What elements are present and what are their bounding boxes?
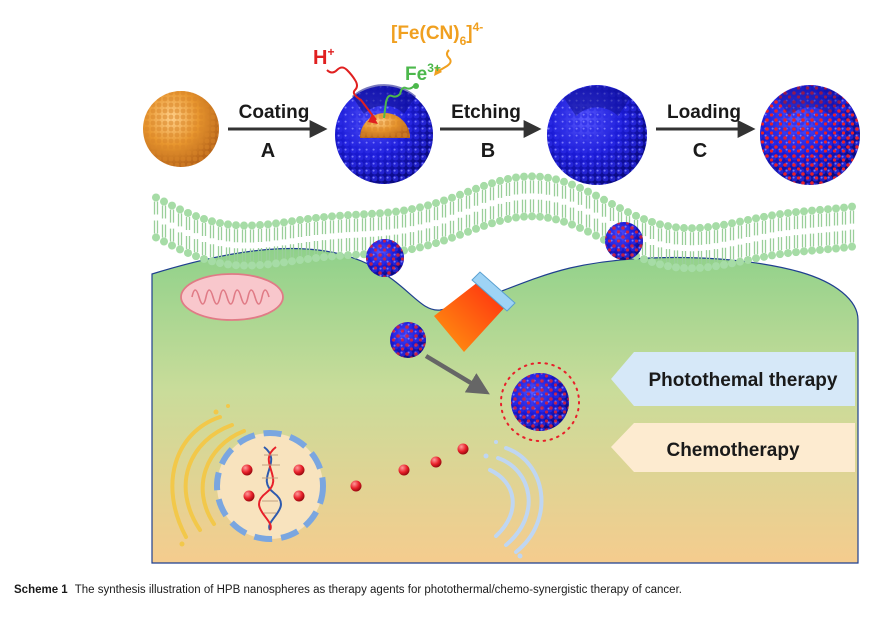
- endoplasmic-reticulum: [483, 440, 544, 559]
- photothermal-therapy-label: Photothemal therapy: [649, 370, 838, 391]
- release-arrow: [424, 354, 490, 395]
- proton-charge: +: [327, 45, 334, 59]
- heated-particle: [500, 362, 580, 442]
- ferrocyanide-label: [Fe(CN)6]4-: [391, 20, 483, 76]
- loaded-sphere: [760, 85, 860, 185]
- proton-label: H+: [313, 45, 378, 124]
- caption-label: Scheme 1: [14, 584, 68, 596]
- step-letter-b: B: [481, 140, 495, 162]
- cell-body: [151, 247, 859, 564]
- step-letter-a: A: [261, 140, 275, 162]
- ferrocyanide-prefix: [Fe(CN): [391, 23, 460, 44]
- loading-arrow: Loading C: [656, 102, 756, 162]
- caption-text: The synthesis illustration of HPB nanosp…: [74, 584, 682, 596]
- coated-sphere: [335, 84, 433, 184]
- orange-core-sphere: [143, 91, 219, 167]
- photothermal-therapy-banner: Photothemal therapy: [611, 352, 855, 406]
- hollow-sphere: [547, 85, 647, 185]
- ferric-label: Fe3+: [383, 61, 441, 119]
- proton-symbol: H: [313, 47, 327, 69]
- chemotherapy-banner: Chemotherapy: [611, 423, 855, 472]
- synthesis-row: Coating A H+ [Fe(CN)6]4-: [143, 20, 860, 185]
- step-letter-c: C: [693, 140, 707, 162]
- step-label-etching: Etching: [451, 102, 521, 123]
- coating-arrow: Coating A: [228, 102, 328, 162]
- golgi-apparatus: [170, 404, 246, 547]
- ferric-symbol: Fe: [405, 64, 427, 85]
- ferrocyanide-close: ]: [466, 23, 472, 44]
- etching-arrow: Etching B: [440, 102, 542, 162]
- svg-text:Fe3+: Fe3+: [405, 61, 441, 85]
- laser-source: [434, 271, 516, 352]
- nucleus: [214, 430, 326, 542]
- svg-text:[Fe(CN)6]4-: [Fe(CN)6]4-: [391, 20, 483, 48]
- ferric-charge: 3+: [427, 61, 441, 75]
- scheme-illustration: Coating A H+ [Fe(CN)6]4-: [143, 20, 860, 564]
- particle-inside-cell: [390, 322, 426, 358]
- particle-membrane: [605, 222, 643, 260]
- figure-caption: Scheme 1 The synthesis illustration of H…: [14, 584, 874, 596]
- ferrocyanide-charge: 4-: [473, 20, 484, 34]
- released-drug-molecules: [350, 443, 469, 492]
- chemotherapy-label: Chemotherapy: [666, 440, 799, 461]
- step-label-coating: Coating: [239, 102, 310, 123]
- svg-text:H+: H+: [313, 45, 334, 69]
- step-label-loading: Loading: [667, 102, 741, 123]
- particle-endocytosis: [366, 239, 404, 277]
- ferrocyanide-subscript: 6: [460, 34, 467, 48]
- mitochondrion: [180, 273, 284, 321]
- cell-region: Photothemal therapy Chemotherapy: [151, 172, 859, 564]
